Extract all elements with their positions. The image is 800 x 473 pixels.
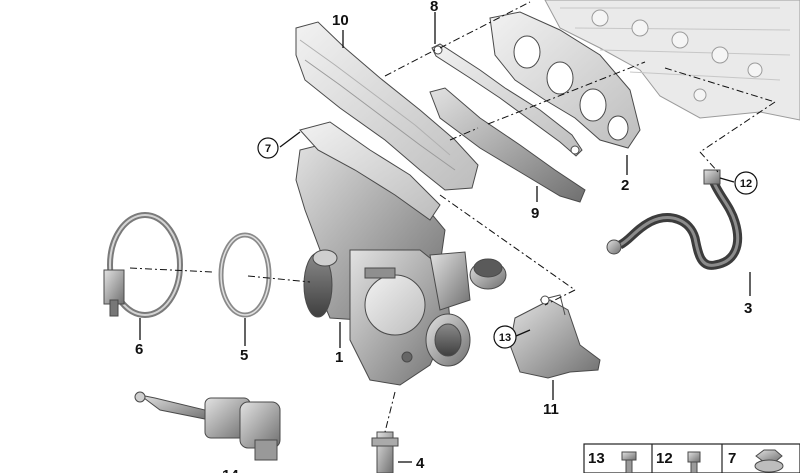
callout-1: 1 (335, 349, 343, 366)
leader-lines (139, 12, 751, 463)
nut-7-icon (754, 449, 784, 473)
callout-6: 6 (135, 341, 143, 358)
callout-12-circle: 12 (734, 171, 758, 195)
wastegate-actuator (134, 391, 281, 461)
assembly-lines (129, 1, 776, 433)
callout-14: 14 (222, 467, 239, 473)
turbo-heat-shield (295, 21, 479, 191)
bolt-12-icon (687, 451, 701, 473)
manifold-seal-strip (431, 43, 583, 157)
legend-label-13: 13 (588, 450, 605, 467)
v-band-clamp (103, 212, 183, 318)
turbocharger (295, 121, 507, 386)
turbo-support-bracket (509, 294, 601, 379)
callout-13-circle: 13 (493, 325, 517, 349)
callout-2: 2 (621, 177, 629, 194)
cylinder-head (544, 0, 800, 121)
callout-5: 5 (240, 347, 248, 364)
callout-13: 13 (499, 332, 511, 344)
exhaust-manifold-gasket (489, 11, 641, 149)
callout-11: 11 (543, 401, 559, 418)
oil-return-pipe (371, 431, 399, 473)
callout-3: 3 (744, 300, 752, 317)
callout-10: 10 (332, 12, 349, 29)
callout-7: 7 (265, 143, 271, 155)
callout-4: 4 (416, 455, 425, 472)
fastener-legend: 13 12 7 (583, 443, 800, 473)
bolt-13-icon (621, 451, 637, 473)
callout-7-circle: 7 (257, 137, 279, 159)
callout-8: 8 (430, 0, 438, 15)
callout-12: 12 (740, 178, 752, 190)
heat-shield-strip (429, 87, 586, 203)
callout-9: 9 (531, 205, 539, 222)
sealing-ring (218, 232, 272, 318)
coolant-oil-line (606, 169, 743, 270)
legend-label-7: 7 (728, 450, 736, 467)
legend-label-12: 12 (656, 450, 673, 467)
